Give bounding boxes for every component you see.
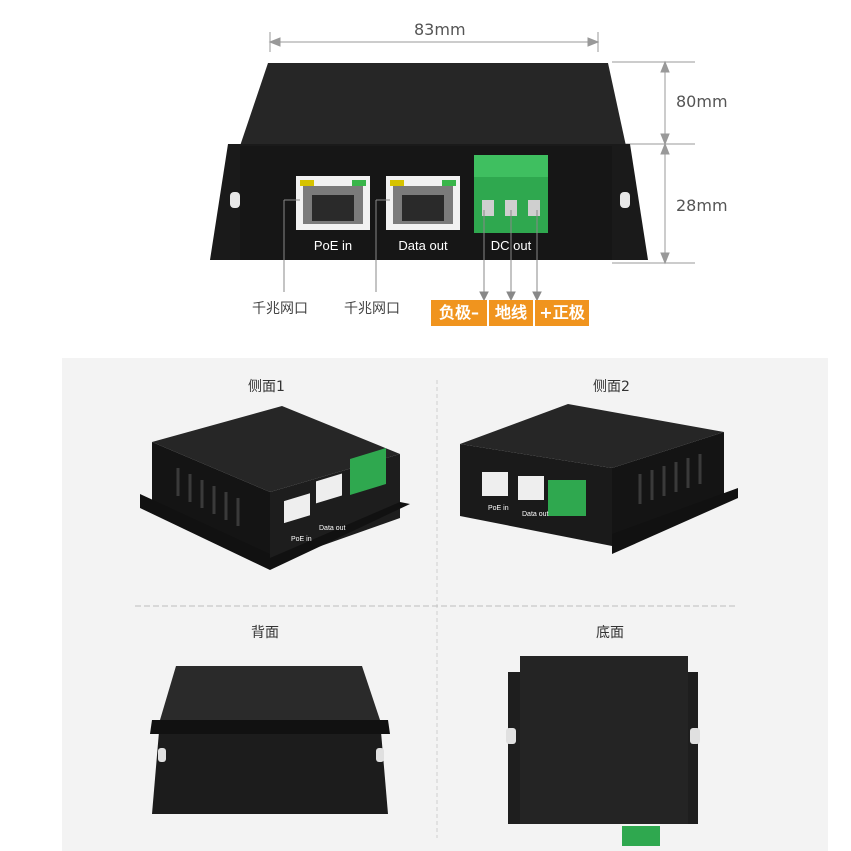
- width-dimension-label: 83mm: [414, 20, 466, 39]
- depth-dimension-label: 80mm: [676, 92, 728, 111]
- view-label-back: 背面: [251, 625, 279, 641]
- width-dimension-line: [268, 32, 600, 52]
- view-label-side1: 侧面1: [248, 379, 285, 395]
- side1-poe-label: PoE in: [291, 536, 312, 543]
- data-out-label: Data out: [398, 238, 448, 253]
- vertical-dimension-lines: [612, 60, 695, 265]
- gigabit-port-callout-right: 千兆网口: [344, 301, 400, 317]
- side2-device: PoE in Data out: [460, 404, 738, 554]
- side2-data-label: Data out: [522, 511, 549, 518]
- view-label-side2: 侧面2: [593, 379, 630, 395]
- mount-slot-right: [620, 192, 630, 208]
- negative-terminal-badge: 负极–: [431, 300, 487, 326]
- dc-terminal-block: [474, 155, 548, 233]
- device-front: PoE in Data out DC out: [210, 63, 648, 260]
- poe-in-port: [296, 176, 370, 230]
- positive-terminal-badge: +正极: [535, 300, 589, 326]
- bottom-device: [506, 656, 700, 846]
- side2-poe-label: PoE in: [488, 505, 509, 512]
- ground-terminal-badge: 地线: [489, 300, 533, 326]
- mount-slot-left: [230, 192, 240, 208]
- gigabit-port-callout-left: 千兆网口: [252, 301, 308, 317]
- view-label-bottom: 底面: [596, 625, 624, 641]
- front-view-figure: PoE in Data out DC out: [210, 32, 695, 302]
- height-dimension-label: 28mm: [676, 196, 728, 215]
- poe-in-label: PoE in: [314, 238, 352, 253]
- side1-data-label: Data out: [319, 525, 346, 532]
- back-device: [150, 666, 390, 814]
- callout-leaders: [283, 199, 542, 302]
- views-figure: PoE in Data out PoE in Data out: [135, 380, 738, 846]
- side1-device: PoE in Data out: [140, 406, 410, 570]
- data-out-port: [386, 176, 460, 230]
